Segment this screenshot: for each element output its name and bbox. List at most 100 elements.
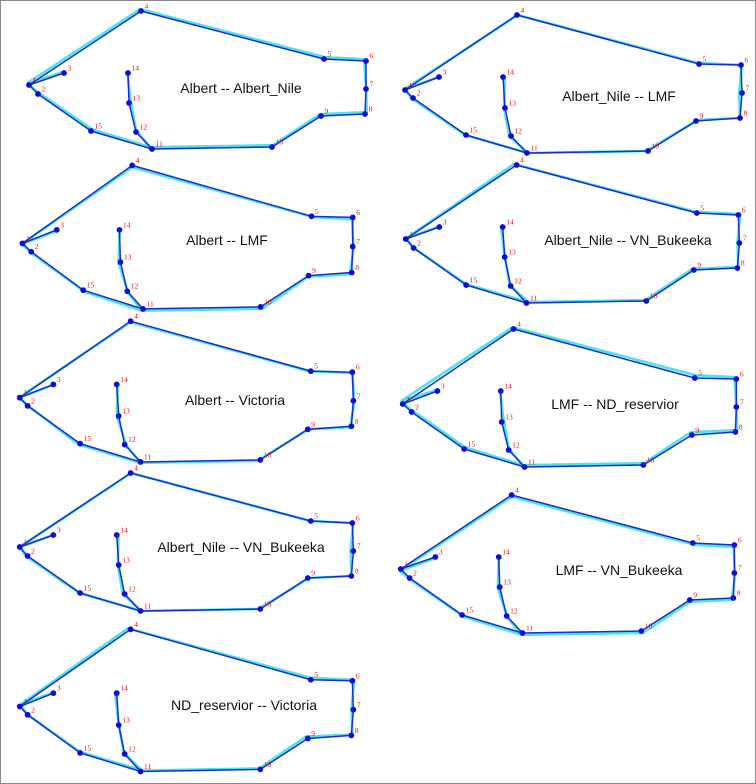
- landmark-point-5: [689, 540, 696, 546]
- landmark-point-5: [308, 213, 315, 220]
- landmark-label-3: 3: [57, 526, 61, 535]
- landmark-label-11: 11: [144, 602, 151, 611]
- landmark-point-12: [133, 129, 139, 135]
- landmark-point-3: [50, 381, 57, 388]
- landmark-label-8: 8: [741, 259, 745, 268]
- landmark-point-7: [731, 570, 738, 576]
- landmark-label-14: 14: [504, 382, 512, 391]
- landmark-point-5: [307, 676, 314, 683]
- landmark-point-1: [402, 87, 408, 93]
- target-outline-2: [22, 229, 58, 245]
- landmark-point-14: [116, 226, 123, 233]
- landmark-point-2: [410, 245, 417, 251]
- landmark-point-2: [24, 711, 31, 718]
- landmark-point-7: [733, 404, 740, 410]
- landmark-point-13: [117, 259, 124, 265]
- landmark-point-5: [693, 210, 700, 216]
- landmark-label-9: 9: [311, 729, 315, 738]
- landmark-point-5: [321, 56, 327, 62]
- landmark-point-2: [406, 575, 413, 581]
- landmark-point-9: [305, 272, 312, 279]
- reference-outline-2: [399, 557, 435, 573]
- landmark-point-15: [77, 590, 83, 596]
- landmark-point-12: [121, 441, 128, 448]
- landmark-point-15: [463, 282, 469, 288]
- landmark-label-13: 13: [122, 716, 130, 725]
- landmark-label-4: 4: [521, 6, 525, 15]
- landmark-point-9: [686, 597, 693, 603]
- target-outline-2: [28, 72, 65, 86]
- landmark-point-12: [503, 613, 510, 619]
- landmark-point-4: [514, 12, 520, 18]
- landmark-label-7: 7: [370, 80, 374, 89]
- landmark-point-10: [640, 462, 647, 468]
- landmark-label-15: 15: [468, 440, 476, 449]
- landmark-point-6: [731, 542, 738, 548]
- landmark-point-8: [732, 429, 739, 435]
- landmark-label-4: 4: [515, 486, 519, 495]
- landmark-label-12: 12: [140, 123, 148, 132]
- landmark-point-3: [436, 74, 442, 80]
- target-outline-3: [115, 384, 142, 463]
- landmark-point-4: [138, 8, 144, 14]
- landmark-point-1: [402, 236, 409, 242]
- target-outline-1: [402, 328, 738, 468]
- landmark-label-15: 15: [470, 276, 478, 285]
- landmark-label-6: 6: [356, 208, 360, 217]
- landmark-label-6: 6: [356, 514, 360, 523]
- reference-outline-1: [26, 7, 369, 149]
- landmark-point-15: [88, 128, 94, 134]
- landmark-label-3: 3: [57, 684, 61, 693]
- landmark-label-3: 3: [60, 220, 64, 229]
- landmark-point-3: [61, 70, 67, 76]
- landmark-label-15: 15: [470, 126, 478, 135]
- landmark-point-12: [505, 447, 512, 453]
- landmark-point-13: [496, 584, 503, 590]
- landmark-label-13: 13: [122, 556, 130, 565]
- landmark-label-13: 13: [122, 407, 130, 416]
- landmark-point-9: [688, 432, 695, 438]
- landmark-point-3: [436, 224, 443, 230]
- landmark-label-5: 5: [315, 207, 319, 216]
- landmark-point-4: [127, 626, 134, 633]
- landmark-point-13: [498, 419, 505, 425]
- landmark-point-3: [50, 690, 57, 697]
- landmark-label-12: 12: [128, 744, 136, 753]
- landmark-point-11: [137, 768, 144, 775]
- target-outline-1: [19, 320, 355, 463]
- landmark-point-1: [26, 82, 32, 88]
- landmark-label-14: 14: [506, 218, 514, 227]
- landmark-point-1: [399, 401, 406, 407]
- target-outline-2: [404, 76, 440, 91]
- landmark-point-11: [519, 630, 526, 636]
- landmark-label-9: 9: [695, 426, 699, 435]
- landmark-label-6: 6: [356, 671, 360, 680]
- landmark-label-13: 13: [133, 94, 141, 103]
- landmark-point-12: [507, 283, 514, 289]
- landmark-point-15: [459, 612, 465, 618]
- target-outline-1: [400, 494, 736, 634]
- landmark-label-2: 2: [417, 239, 421, 248]
- landmark-label-12: 12: [514, 277, 522, 286]
- landmark-label-4: 4: [134, 312, 138, 321]
- landmark-point-7: [736, 240, 743, 246]
- landmark-label-9: 9: [700, 112, 704, 121]
- landmark-label-14: 14: [132, 64, 140, 73]
- landmark-point-4: [513, 162, 520, 168]
- landmark-label-13: 13: [503, 578, 511, 587]
- target-outline-2: [19, 383, 54, 399]
- target-outline-2: [405, 226, 440, 240]
- landmark-point-15: [77, 750, 83, 756]
- landmark-label-9: 9: [312, 266, 316, 275]
- landmark-point-6: [738, 62, 744, 68]
- landmark-point-11: [137, 608, 144, 614]
- target-outline-1: [28, 10, 367, 150]
- landmark-label-14: 14: [502, 548, 510, 557]
- landmark-point-2: [28, 248, 35, 255]
- landmark-label-11: 11: [526, 624, 533, 633]
- landmark-label-9: 9: [311, 420, 315, 429]
- landmark-label-8: 8: [369, 105, 373, 114]
- landmark-label-2: 2: [31, 705, 35, 714]
